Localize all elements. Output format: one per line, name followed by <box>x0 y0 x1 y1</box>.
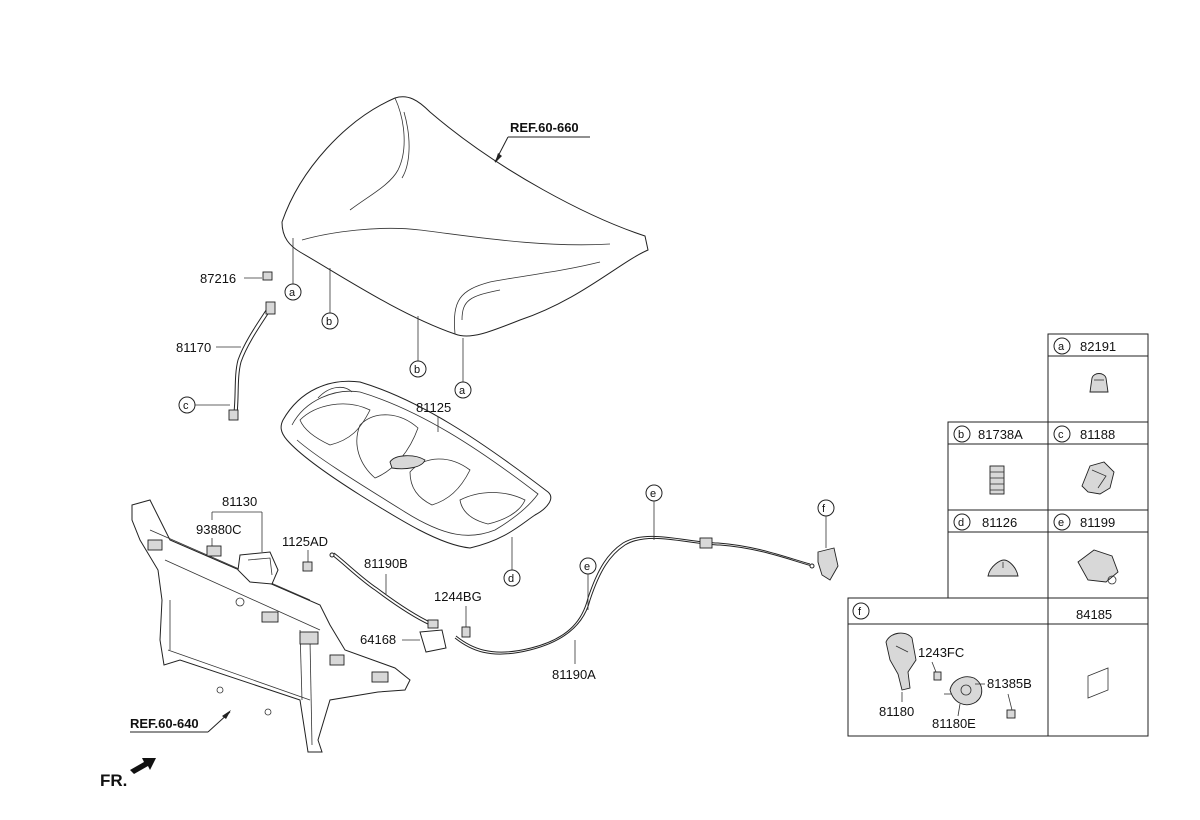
nut-81385B-icon <box>1006 709 1016 719</box>
legend-part-81385B: 81385B <box>987 676 1032 691</box>
callout-d-insulator: d <box>508 573 514 585</box>
legend-letter-e: e <box>1058 517 1064 529</box>
callout-f-release-handle: f <box>822 503 826 515</box>
legend-part-c: 81188 <box>1080 427 1115 442</box>
front-direction-label: FR. <box>100 771 127 790</box>
spring-81738A-icon <box>989 465 1005 495</box>
front-end-module <box>131 499 411 753</box>
legend-part-84185: 84185 <box>1076 607 1112 622</box>
bolt-1244BG <box>461 626 471 638</box>
frame-reference-label: REF.60-640 <box>130 716 199 731</box>
hood-panel <box>281 96 649 337</box>
legend-letter-c: c <box>1058 429 1064 441</box>
handle-bracket-81180E-icon <box>949 676 983 706</box>
label-1244BG: 1244BG <box>434 589 482 604</box>
hood-insulator <box>280 380 552 549</box>
label-81130: 81130 <box>222 494 257 509</box>
callout-b-hood-center: b <box>414 364 420 376</box>
legend-part-81180: 81180 <box>879 704 914 719</box>
legend-letter-d: d <box>958 517 964 529</box>
label-87216: 87216 <box>200 271 236 286</box>
hood-stay-top <box>265 301 276 315</box>
hood-reference-label: REF.60-660 <box>510 120 579 135</box>
label-64168: 64168 <box>360 632 396 647</box>
legend-part-1243FC: 1243FC <box>918 645 964 660</box>
clip-81199-icon <box>1077 549 1119 583</box>
label-81170: 81170 <box>176 340 211 355</box>
release-handle-icon <box>817 547 839 581</box>
label-1125AD: 1125AD <box>282 534 328 549</box>
legend-letter-a: a <box>1058 341 1065 353</box>
label-93880C: 93880C <box>196 522 242 537</box>
bolt-1125AD <box>302 561 313 572</box>
callout-b-hood-left: b <box>326 316 332 328</box>
label-81190B: 81190B <box>364 556 408 571</box>
bolt-1243FC-icon <box>933 671 942 681</box>
label-81190A: 81190A <box>552 667 596 682</box>
bumper-82191-icon <box>1089 373 1109 393</box>
cable-joint-64168 <box>419 629 447 653</box>
legend-part-e: 81199 <box>1080 515 1115 530</box>
callout-c-hood-stay: c <box>183 400 189 412</box>
callout-e-cable-upper: e <box>650 488 656 500</box>
clip-81188-icon <box>1081 461 1115 495</box>
legend-part-d: 81126 <box>982 515 1017 530</box>
legend-part-a: 82191 <box>1080 339 1116 354</box>
callout-e-cable-lower: e <box>584 561 590 573</box>
callout-a-hood-right: a <box>459 385 466 397</box>
grommet-87216 <box>262 271 273 281</box>
legend-letter-b: b <box>958 429 964 441</box>
release-handle-81180-icon <box>885 632 917 691</box>
front-arrow-icon <box>130 758 156 774</box>
latch-switch-93880C <box>206 545 222 557</box>
pad-84185-icon <box>1087 667 1109 699</box>
legend-letter-f: f <box>858 606 862 618</box>
legend-part-81180E: 81180E <box>932 716 976 731</box>
hood-stay-bottom <box>228 409 239 421</box>
label-81125: 81125 <box>416 400 451 415</box>
parts-legend-table <box>847 333 1149 737</box>
legend-part-b: 81738A <box>978 427 1023 442</box>
callout-a-hood-left: a <box>289 287 296 299</box>
